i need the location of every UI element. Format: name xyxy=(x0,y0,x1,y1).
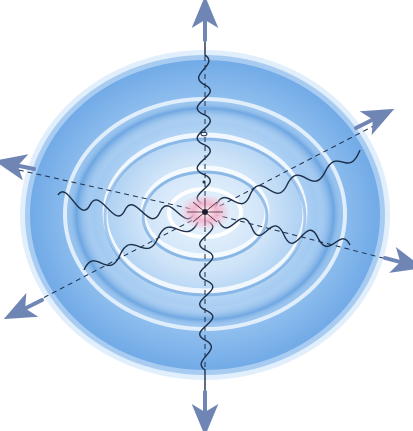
arrow-right xyxy=(385,258,408,264)
axis-mark-lower xyxy=(203,181,206,184)
arrow-lower-left xyxy=(18,300,42,312)
source-point xyxy=(202,209,208,215)
arrow-upper-right xyxy=(356,116,380,128)
